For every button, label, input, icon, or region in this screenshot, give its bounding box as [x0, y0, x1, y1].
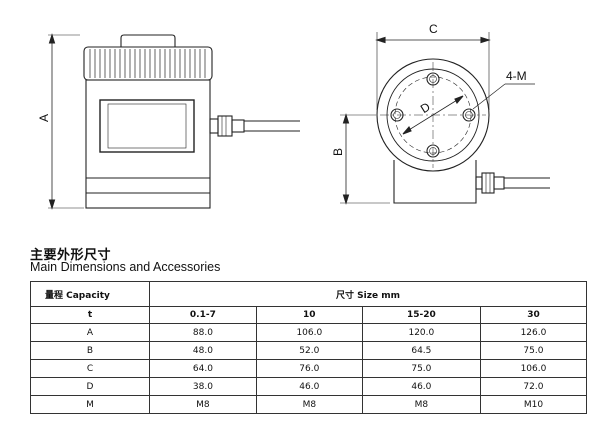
table-cell: 75.0: [361, 359, 481, 378]
table-cell: 64.0: [149, 359, 257, 378]
table-row: D 38.0 46.0 46.0 72.0: [30, 377, 588, 396]
table-cell: 38.0: [149, 377, 257, 396]
table-cell: 88.0: [149, 323, 257, 342]
table-header-row: 量程 Capacity 尺寸 Size mm: [30, 281, 587, 307]
label-bolt: 4-M: [506, 69, 527, 83]
table-row: B 48.0 52.0 64.5 75.0: [30, 341, 588, 360]
technical-drawing: A C B D 4-M: [37, 22, 550, 210]
capacity-cell: 30: [479, 306, 588, 324]
row-label: D: [30, 377, 150, 396]
table-cell: 48.0: [149, 341, 257, 360]
top-view: [340, 32, 550, 205]
table-cell: M8: [149, 395, 257, 414]
title-chinese: 主要外形尺寸: [30, 248, 112, 263]
table-cell: 75.0: [479, 341, 588, 360]
row-label: B: [30, 341, 150, 360]
label-c: C: [429, 22, 438, 36]
table-cell: 52.0: [255, 341, 363, 360]
capacity-row: t 0.1-7 10 15-20 30: [30, 306, 588, 324]
dimensions-table: 量程 Capacity 尺寸 Size mm t 0.1-7 10 15-20 …: [30, 281, 588, 414]
capacity-cell: 10: [255, 306, 363, 324]
capacity-row-label: t: [30, 306, 150, 324]
table-row: C 64.0 76.0 75.0 106.0: [30, 359, 588, 378]
table-cell: 64.5: [361, 341, 481, 360]
capacity-cell: 0.1-7: [149, 306, 257, 324]
table-row: M M8 M8 M8 M10: [30, 395, 588, 414]
title-english: Main Dimensions and Accessories: [30, 260, 221, 274]
capacity-header: 量程 Capacity: [30, 281, 150, 307]
table-cell: M8: [361, 395, 481, 414]
table-cell: 106.0: [479, 359, 588, 378]
table-cell: M8: [255, 395, 363, 414]
table-cell: 46.0: [361, 377, 481, 396]
capacity-cell: 15-20: [361, 306, 481, 324]
row-label: M: [30, 395, 150, 414]
table-cell: 72.0: [479, 377, 588, 396]
front-view: [48, 33, 300, 210]
table-cell: 106.0: [255, 323, 363, 342]
row-label: C: [30, 359, 150, 378]
table-cell: M10: [479, 395, 588, 414]
row-label: A: [30, 323, 150, 342]
table-cell: 126.0: [479, 323, 588, 342]
table-row: A 88.0 106.0 120.0 126.0: [30, 323, 588, 342]
size-header: 尺寸 Size mm: [149, 281, 587, 307]
table-cell: 76.0: [255, 359, 363, 378]
table-cell: 46.0: [255, 377, 363, 396]
table-cell: 120.0: [361, 323, 481, 342]
label-b: B: [331, 148, 345, 156]
label-a: A: [37, 114, 51, 122]
